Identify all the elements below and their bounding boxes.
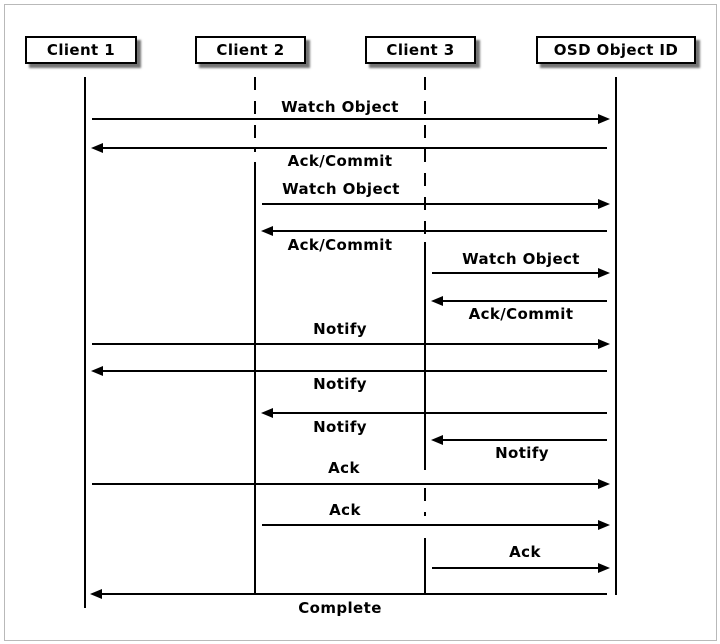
message-label: Notify	[311, 320, 369, 338]
message-label: Notify	[493, 444, 551, 462]
participant-label: Client 3	[386, 41, 455, 59]
message-label: Ack	[326, 459, 362, 477]
arrowhead-left-icon	[90, 589, 102, 599]
message-line	[97, 147, 607, 149]
participant-label: Client 2	[216, 41, 285, 59]
arrowhead-left-icon	[261, 226, 273, 236]
lifeline-client-2-segment-2	[254, 162, 256, 593]
message-label: Ack/Commit	[285, 152, 395, 170]
message-line	[437, 439, 607, 441]
participant-box-client-2: Client 2	[195, 36, 306, 64]
message-label: Ack/Commit	[466, 305, 576, 323]
arrowhead-right-icon	[598, 268, 610, 278]
message-label: Watch Object	[460, 250, 582, 268]
message-label: Notify	[311, 418, 369, 436]
arrowhead-left-icon	[431, 296, 443, 306]
message-label: Ack	[327, 501, 363, 519]
arrowhead-left-icon	[91, 143, 103, 153]
participant-box-osd-object-id: OSD Object ID	[536, 36, 696, 64]
message-label: Watch Object	[279, 98, 401, 116]
message-line	[92, 483, 604, 485]
arrowhead-left-icon	[431, 435, 443, 445]
message-line	[97, 370, 607, 372]
arrowhead-right-icon	[598, 114, 610, 124]
message-label: Notify	[311, 375, 369, 393]
message-line	[267, 230, 607, 232]
participant-label: Client 1	[46, 41, 116, 59]
message-label: Watch Object	[280, 180, 402, 198]
arrowhead-right-icon	[598, 520, 610, 530]
lifeline-client-2-segment-1	[254, 77, 256, 152]
message-line	[437, 300, 607, 302]
participant-box-client-3: Client 3	[365, 36, 476, 64]
message-line	[267, 412, 607, 414]
message-line	[96, 593, 607, 595]
message-line	[92, 118, 604, 120]
lifeline-client-3-segment-4	[424, 538, 426, 593]
lifeline-client-3-segment-2	[424, 242, 426, 470]
arrowhead-right-icon	[598, 479, 610, 489]
arrowhead-left-icon	[91, 366, 103, 376]
arrowhead-right-icon	[598, 199, 610, 209]
lifeline-client-1-segment-1	[84, 77, 86, 608]
arrowhead-right-icon	[598, 339, 610, 349]
lifeline-osd-object-id-segment-1	[615, 77, 617, 595]
message-line	[262, 524, 604, 526]
lifeline-client-3-segment-3	[424, 488, 426, 516]
message-label: Ack/Commit	[285, 236, 395, 254]
message-line	[262, 203, 604, 205]
message-line	[92, 343, 604, 345]
participant-label: OSD Object ID	[553, 41, 679, 59]
arrowhead-left-icon	[261, 408, 273, 418]
message-line	[432, 272, 604, 274]
message-line	[432, 567, 604, 569]
message-label: Ack	[507, 543, 543, 561]
lifeline-client-3-segment-1	[424, 77, 426, 235]
participant-box-client-1: Client 1	[25, 36, 137, 64]
message-label: Complete	[296, 599, 384, 617]
arrowhead-right-icon	[598, 563, 610, 573]
